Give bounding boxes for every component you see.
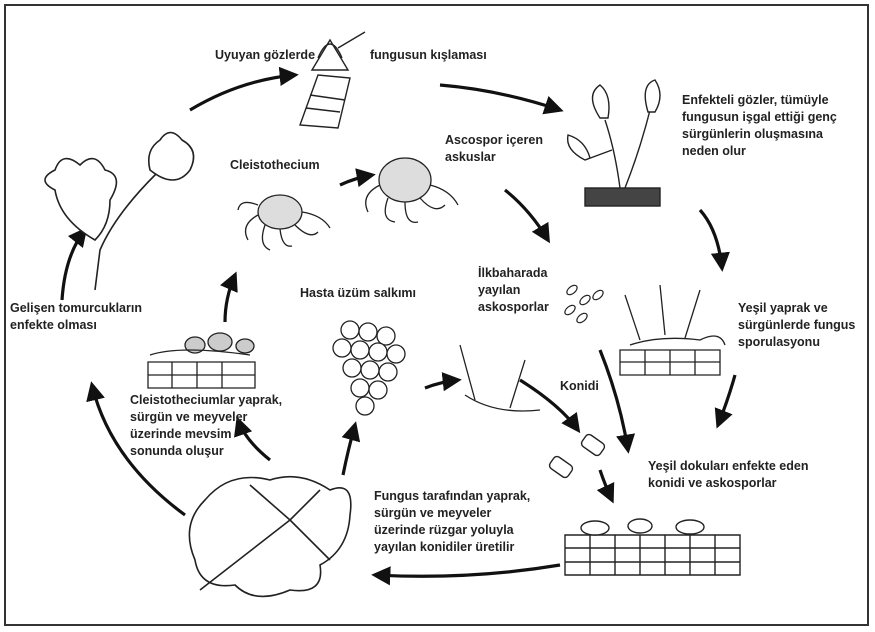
label-line: İlkbaharada — [478, 265, 549, 282]
label-sick-cluster: Hasta üzüm salkımı — [300, 285, 416, 302]
label-line: Cleistotheciumlar yaprak, — [130, 392, 282, 409]
label-line: sporulasyonu — [738, 334, 855, 351]
sporulation-illustration — [620, 285, 725, 375]
ascus-illustration — [366, 158, 458, 222]
label-spring-ascospores: İlkbaharada yayılan askosporlar — [478, 265, 549, 316]
label-line: askosporlar — [478, 299, 549, 316]
label-line: sürgünlerin oluşmasına — [682, 126, 837, 143]
label-line: üzerinde rüzgar yoluyla — [374, 522, 530, 539]
label-line: Fungus tarafından yaprak, — [374, 488, 530, 505]
conidiophore-illustration — [460, 345, 540, 411]
label-infected-buds: Enfekteli gözler, tümüyle fungusun işgal… — [682, 92, 837, 160]
conidia-illustration — [548, 433, 606, 479]
cleistothecia-on-leaf-illustration — [148, 333, 255, 388]
infected-shoot-illustration — [568, 80, 660, 206]
label-wintering-right: fungusun kışlaması — [370, 47, 487, 64]
label-line: neden olur — [682, 143, 837, 160]
label-line: askuslar — [445, 149, 543, 166]
label-wintering-left: Uyuyan gözlerde — [215, 47, 315, 64]
label-ascospore-asci: Ascospor içeren askuslar — [445, 132, 543, 166]
label-line: Yeşil dokuları enfekte eden — [648, 458, 808, 475]
label-growing-buds: Gelişen tomurcukların enfekte olması — [10, 300, 142, 334]
label-line: yayılan konidiler üretilir — [374, 539, 530, 556]
label-line: Ascospor içeren — [445, 132, 543, 149]
label-cleistothecia-form: Cleistotheciumlar yaprak, sürgün ve meyv… — [130, 392, 282, 460]
cleistothecium-illustration — [238, 195, 330, 250]
label-line: konidi ve askosporlar — [648, 475, 808, 492]
label-line: yayılan — [478, 282, 549, 299]
grape-cluster-illustration — [333, 321, 405, 415]
label-line: üzerinde mevsim — [130, 426, 282, 443]
label-line: fungusun işgal ettiği genç — [682, 109, 837, 126]
label-green-tissue: Yeşil dokuları enfekte eden konidi ve as… — [648, 458, 808, 492]
ascospores-illustration — [563, 283, 605, 324]
label-line: Enfekteli gözler, tümüyle — [682, 92, 837, 109]
label-sporulation: Yeşil yaprak ve sürgünlerde fungus sporu… — [738, 300, 855, 351]
label-line: enfekte olması — [10, 317, 142, 334]
label-line: sürgün ve meyveler — [130, 409, 282, 426]
infected-tissue-illustration — [565, 519, 740, 575]
label-conidia: Konidi — [560, 378, 599, 395]
label-line: sürgün ve meyveler — [374, 505, 530, 522]
label-line: sürgünlerde fungus — [738, 317, 855, 334]
infected-leaf-illustration — [189, 477, 350, 597]
label-conidia-produced: Fungus tarafından yaprak, sürgün ve meyv… — [374, 488, 530, 556]
label-line: sonunda oluşur — [130, 443, 282, 460]
label-cleistothecium: Cleistothecium — [230, 157, 320, 174]
label-line: Gelişen tomurcukların — [10, 300, 142, 317]
label-line: Yeşil yaprak ve — [738, 300, 855, 317]
